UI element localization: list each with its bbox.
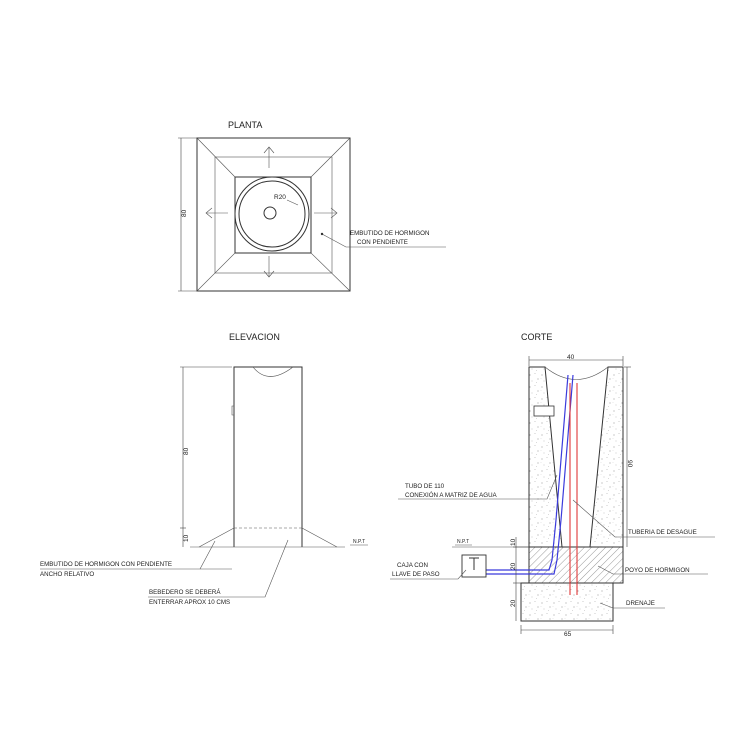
water-pipe [466,374,569,571]
elevation-slope-right [301,527,338,548]
section-top-width-label: 40 [567,354,575,361]
elevation-slope-left [198,527,235,548]
elevation-title: ELEVACION [229,332,280,342]
drainage-label: DRENAJE [626,600,655,607]
arrow-up-icon [263,146,275,168]
elevation-basin-curve [252,366,294,377]
section-title: CORTE [521,332,552,342]
tube-note-line1: TUBO DE 110 [405,483,445,490]
arrow-left-icon [205,207,228,219]
section-height-label: 90 [626,460,633,468]
plan-outer-square [196,137,351,292]
plan-note-leader [321,233,446,248]
slope-arrows [205,146,338,278]
section-basin-curve [544,366,609,380]
elevation-note2-leader [148,539,289,598]
drain-pipe-leader [572,499,715,538]
section-view: CORTE 40 N.P.T [390,332,715,638]
section-bottom-width-dimension: 65 [520,625,614,638]
section-concrete-base [528,546,624,584]
section-npt-label: N.P.T [457,539,469,545]
section-left-wall [528,366,563,548]
drain-hole [263,206,277,220]
box-note-line1: CAJA CON [397,562,428,569]
elevation-note2-line2: ENTERRAR APROX 10 CMS [149,599,230,606]
water-pipe-inner [466,374,574,575]
elevation-note2-line1: BEBEDERO SE DEBERÁ [149,589,221,596]
arrow-down-icon [263,256,275,278]
elevation-note1-leader-tip [199,540,216,570]
section-tap-box [533,405,555,417]
leader-dot [320,232,324,236]
valve-icon [469,557,479,570]
section-dim-20a: 20 [510,562,517,570]
section-right-wall [589,366,624,548]
elevation-height-label: 80 [183,447,190,455]
arrow-right-icon [314,207,338,219]
tube-note-line2: CONEXIÓN A MATRIZ DE AGUA [405,492,498,499]
plan-note-line2: CON PENDIENTE [357,239,408,246]
basin-outer-circle [234,176,310,252]
section-left-dimensions: 10 20 20 [510,537,529,621]
elevation-height-dimension: 80 10 [180,366,232,547]
elevation-tap [231,405,234,416]
plan-middle-square [214,156,333,274]
section-top-width-dimension: 40 [528,354,624,366]
plan-title: PLANTA [228,120,262,130]
plan-slope-diagonals [196,137,351,292]
radius-leader [286,199,299,206]
section-bottom-width-label: 65 [564,631,572,638]
box-leader [390,569,467,580]
tube-leader [398,474,558,500]
plan-view: PLANTA R20 [178,120,446,292]
section-drainage-bed [520,582,614,622]
elevation-view: ELEVACION 80 10 N.P.T EMBUTIDO DE HORMIG… [40,332,368,606]
elevation-base-label: 10 [183,534,190,542]
radius-label: R20 [274,194,286,201]
section-dim-20b: 20 [510,599,517,607]
basin-inner-circle [238,180,306,248]
elevation-body-outline [233,366,303,547]
box-note-line2: LLAVE DE PASO [392,571,440,578]
section-height-dimension: 90 [624,366,633,547]
section-dim-10: 10 [510,538,517,546]
elevation-note1-line2: ANCHO RELATIVO [40,571,94,578]
plan-note-line1: EMBUTIDO DE HORMIGON [350,230,429,237]
base-label: POYO DE HORMIGON [625,567,690,574]
plan-inner-square [234,176,312,254]
plan-height-label: 80 [181,209,188,217]
plan-height-dimension: 80 [178,137,200,292]
drainage-leader [599,602,665,609]
elevation-note1-line1: EMBUTIDO DE HORMIGON CON PENDIENTE [40,561,172,568]
elevation-npt-label: N.P.T [353,539,365,545]
base-leader [597,565,708,575]
drain-pipe-label: TUBERIA DE DESAGUE [628,529,697,536]
